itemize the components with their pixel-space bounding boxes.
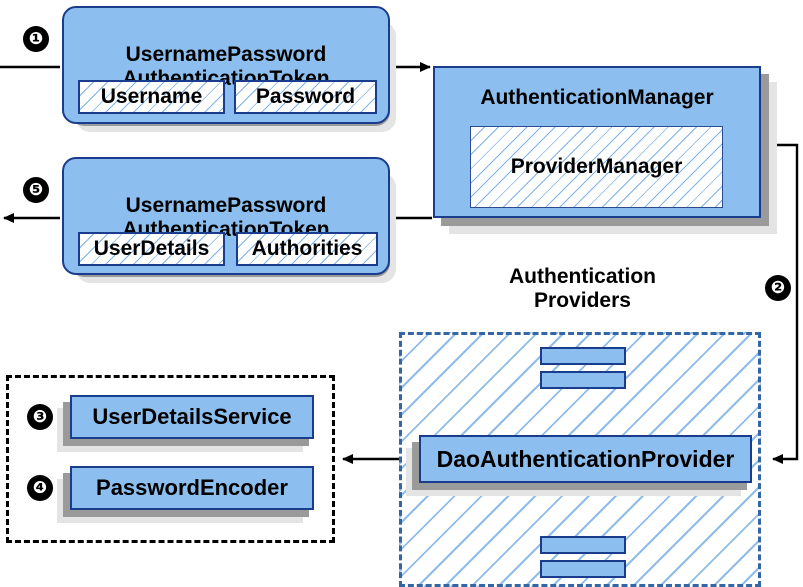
provider-manager-label: ProviderManager [510, 155, 683, 178]
other-provider-bar-1[interactable] [540, 347, 626, 365]
authorities-label: Authorities [251, 237, 363, 260]
step-3-number: ❸ [32, 406, 48, 427]
step-marker-1: ❶ [23, 26, 49, 52]
step-marker-2: ❷ [765, 275, 791, 301]
other-provider-bar-4[interactable] [540, 560, 626, 578]
request-token-title-line1: UsernamePassword [125, 43, 327, 67]
other-provider-bar-2[interactable] [540, 371, 626, 389]
step-5-number: ❺ [28, 179, 44, 200]
step-marker-3: ❸ [27, 404, 53, 430]
password-encoder-label: PasswordEncoder [96, 475, 288, 500]
user-details-service-label: UserDetailsService [92, 404, 292, 429]
userdetails-label: UserDetails [93, 237, 210, 260]
step-1-number: ❶ [28, 28, 44, 49]
dao-authentication-provider-label: DaoAuthenticationProvider [436, 445, 735, 472]
step-marker-4: ❹ [27, 475, 53, 501]
request-token-field-username[interactable]: Username [78, 80, 225, 114]
response-token-title-line1: UsernamePassword [125, 194, 327, 218]
step-4-number: ❹ [32, 477, 48, 498]
password-encoder-box[interactable]: PasswordEncoder [70, 466, 314, 510]
password-label: Password [255, 85, 356, 108]
providers-caption-line2: Providers [534, 288, 631, 312]
step-2-number: ❷ [770, 277, 786, 298]
user-details-service-box[interactable]: UserDetailsService [70, 395, 314, 439]
dependencies-group[interactable] [6, 375, 335, 543]
response-token-field-authorities[interactable]: Authorities [236, 232, 378, 266]
auth-manager-title: AuthenticationManager [480, 86, 714, 109]
providers-caption: Authentication Providers [440, 265, 725, 312]
other-provider-bar-3[interactable] [540, 536, 626, 554]
step-marker-5: ❺ [23, 177, 49, 203]
username-label: Username [100, 85, 203, 108]
request-token-field-password[interactable]: Password [234, 80, 377, 114]
dao-authentication-provider-box[interactable]: DaoAuthenticationProvider [419, 435, 752, 483]
provider-manager-box[interactable]: ProviderManager [470, 126, 723, 208]
response-token-field-userdetails[interactable]: UserDetails [78, 232, 225, 266]
providers-caption-line1: Authentication [509, 265, 656, 288]
